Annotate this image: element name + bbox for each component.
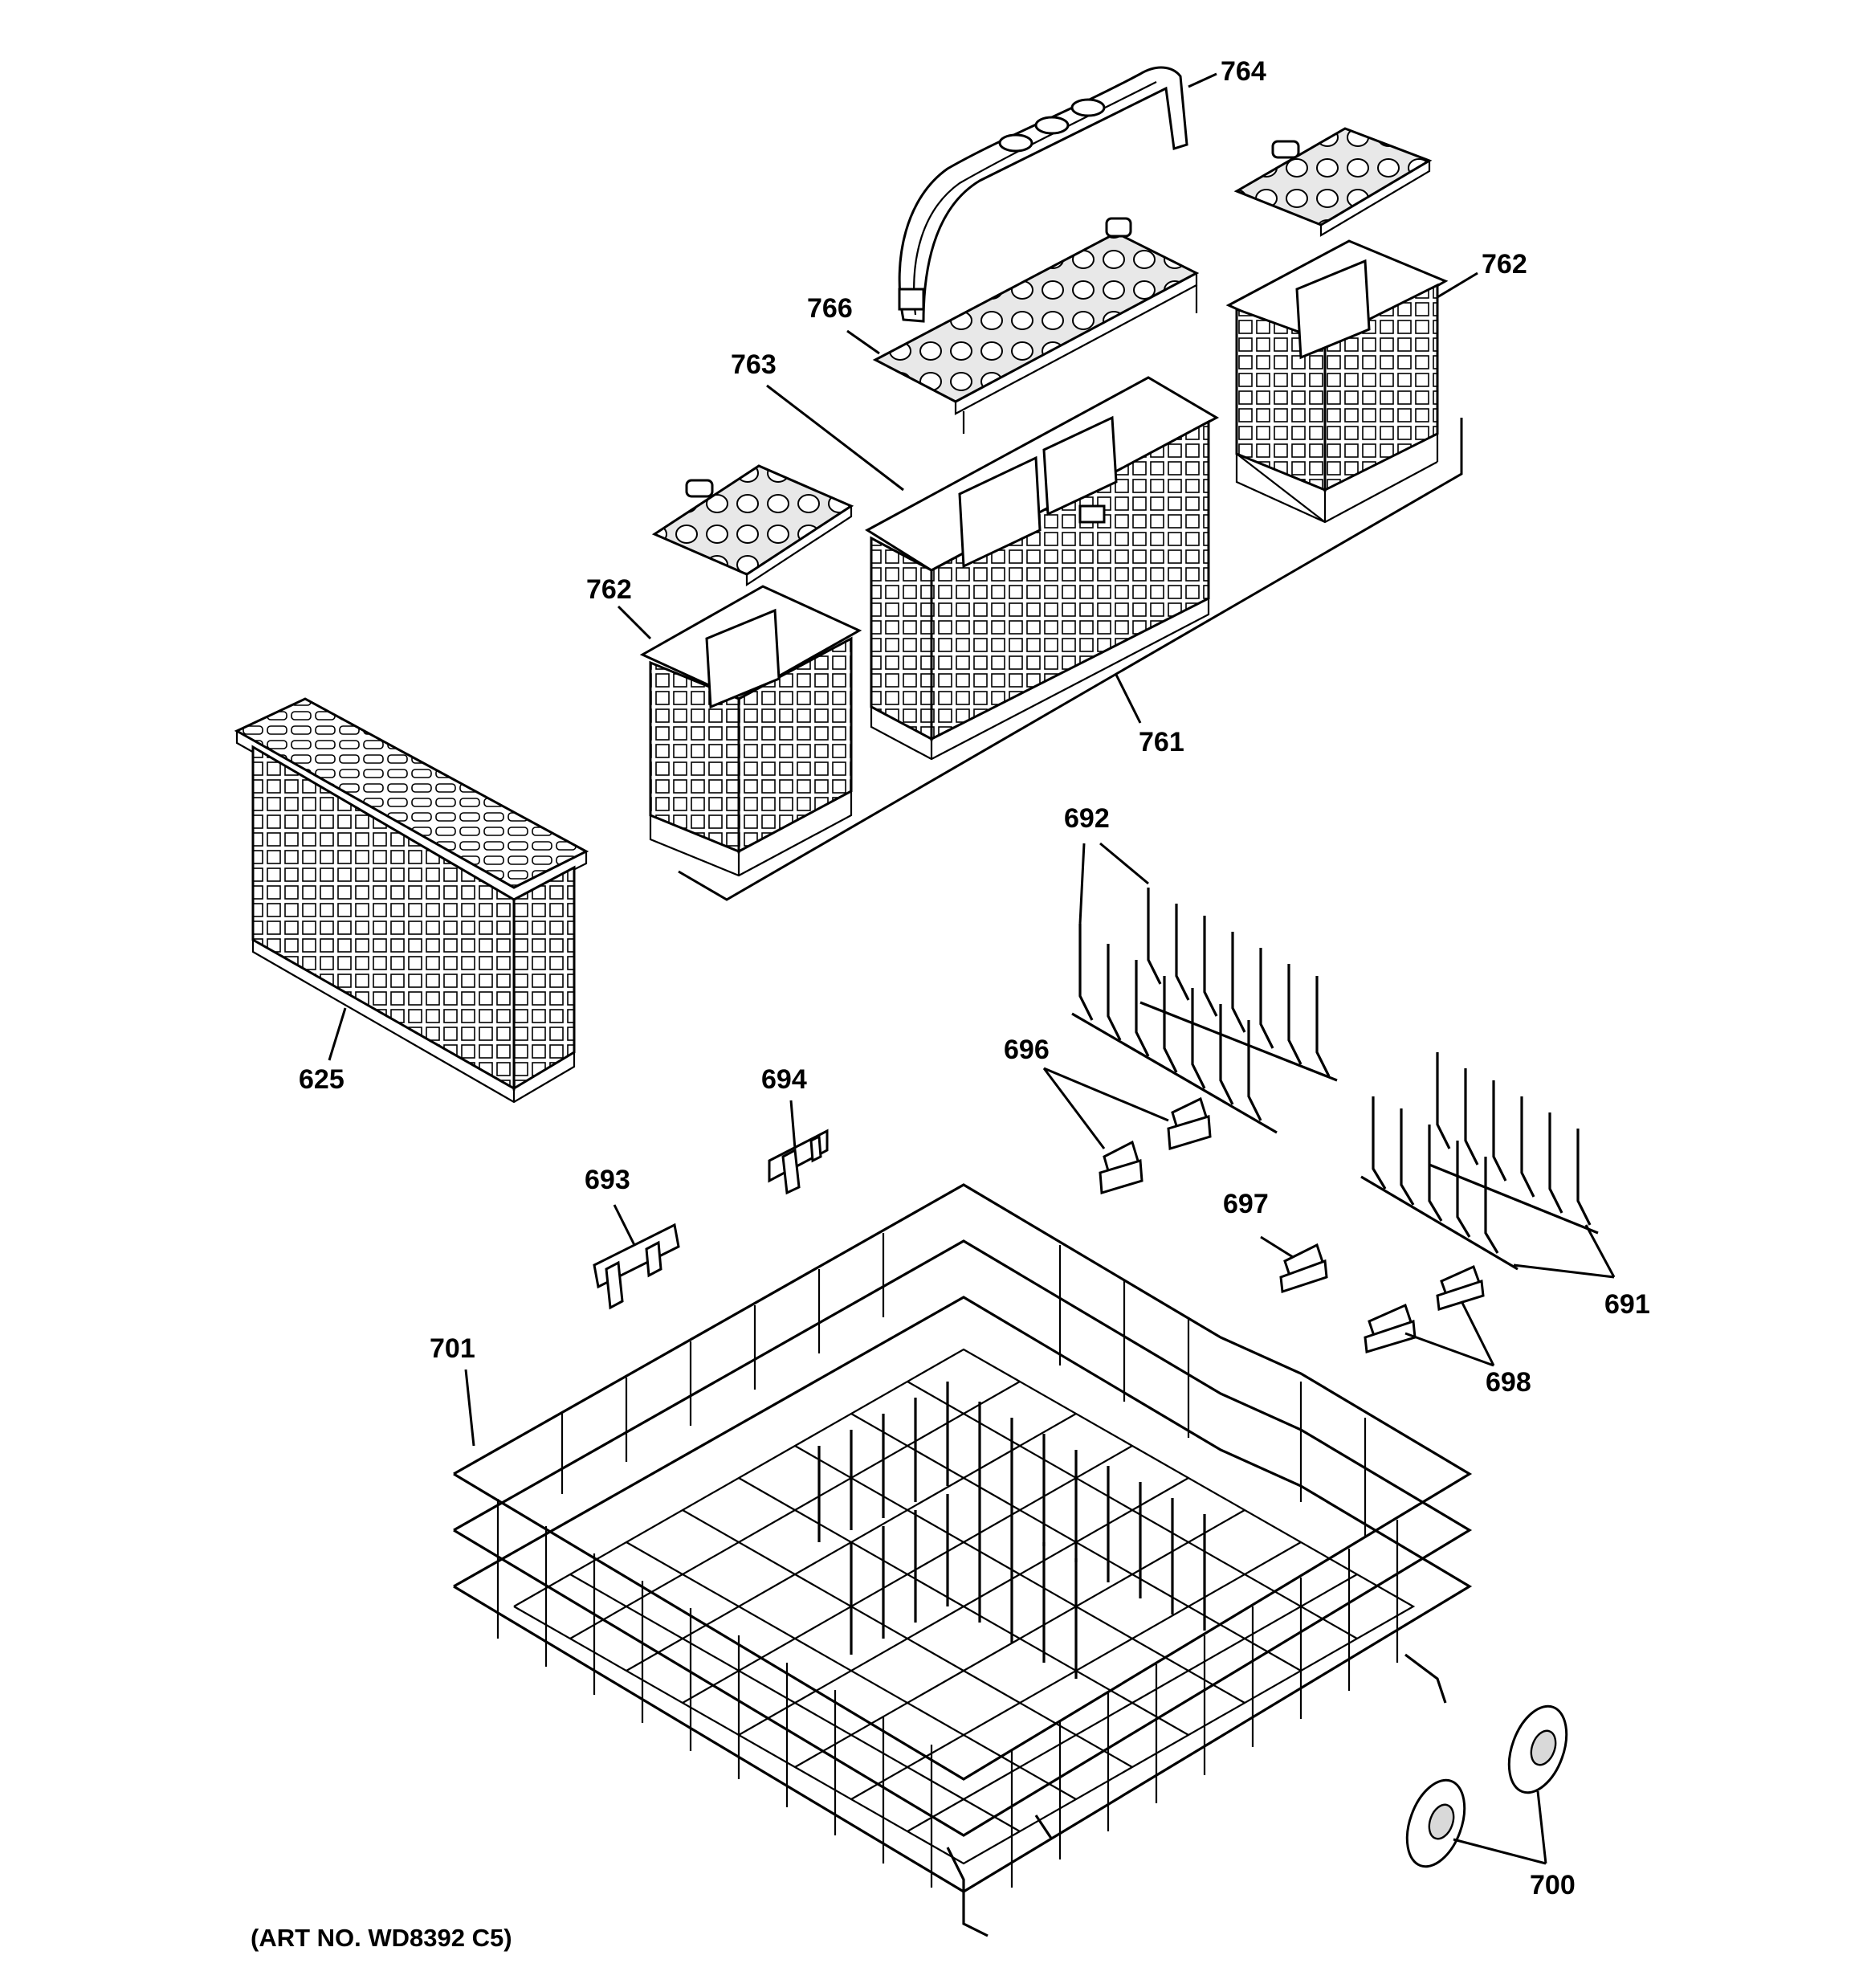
right-small-basket-part <box>1225 239 1449 524</box>
callout-761: 761 <box>1139 727 1184 757</box>
callout-691: 691 <box>1604 1289 1650 1320</box>
clip-696a-part <box>1099 1140 1143 1194</box>
clip-697-part <box>1279 1243 1328 1293</box>
basket-handle-part <box>898 66 1188 323</box>
callout-762-left: 762 <box>586 574 632 605</box>
leader-lines <box>328 72 1616 1865</box>
callout-696: 696 <box>1004 1035 1050 1065</box>
left-basket-lid-part <box>651 464 854 587</box>
callout-763: 763 <box>731 349 777 380</box>
clip-694-part <box>768 1129 829 1195</box>
right-basket-lid-part <box>1233 127 1433 237</box>
assembly-761-bracket <box>678 418 1463 901</box>
callout-694: 694 <box>761 1064 807 1095</box>
clip-698a-part <box>1364 1303 1417 1353</box>
callout-625: 625 <box>299 1064 344 1095</box>
callout-693: 693 <box>585 1165 630 1195</box>
center-basket-cover-part <box>872 217 1200 434</box>
callout-701: 701 <box>430 1333 475 1364</box>
tine-row-692-part <box>1071 888 1338 1134</box>
wheel-700-part <box>1405 1704 1568 1868</box>
clip-698b-part <box>1436 1264 1485 1311</box>
callout-697: 697 <box>1223 1189 1269 1219</box>
left-small-basket-part <box>639 585 862 877</box>
lower-rack-701-part <box>453 1183 1473 1937</box>
callout-762-top: 762 <box>1482 249 1527 280</box>
art-number-caption: (ART NO. WD8392 C5) <box>251 1924 512 1952</box>
clip-693-part <box>593 1223 680 1310</box>
callout-692: 692 <box>1064 803 1110 834</box>
silverware-basket-625-part <box>234 697 589 1104</box>
center-large-basket-part <box>865 376 1220 761</box>
callout-700: 700 <box>1530 1870 1576 1900</box>
clip-696b-part <box>1167 1096 1212 1150</box>
callout-766: 766 <box>807 293 853 324</box>
callout-698: 698 <box>1486 1367 1531 1398</box>
tine-row-691-part <box>1360 1052 1599 1271</box>
callout-764: 764 <box>1221 56 1266 87</box>
